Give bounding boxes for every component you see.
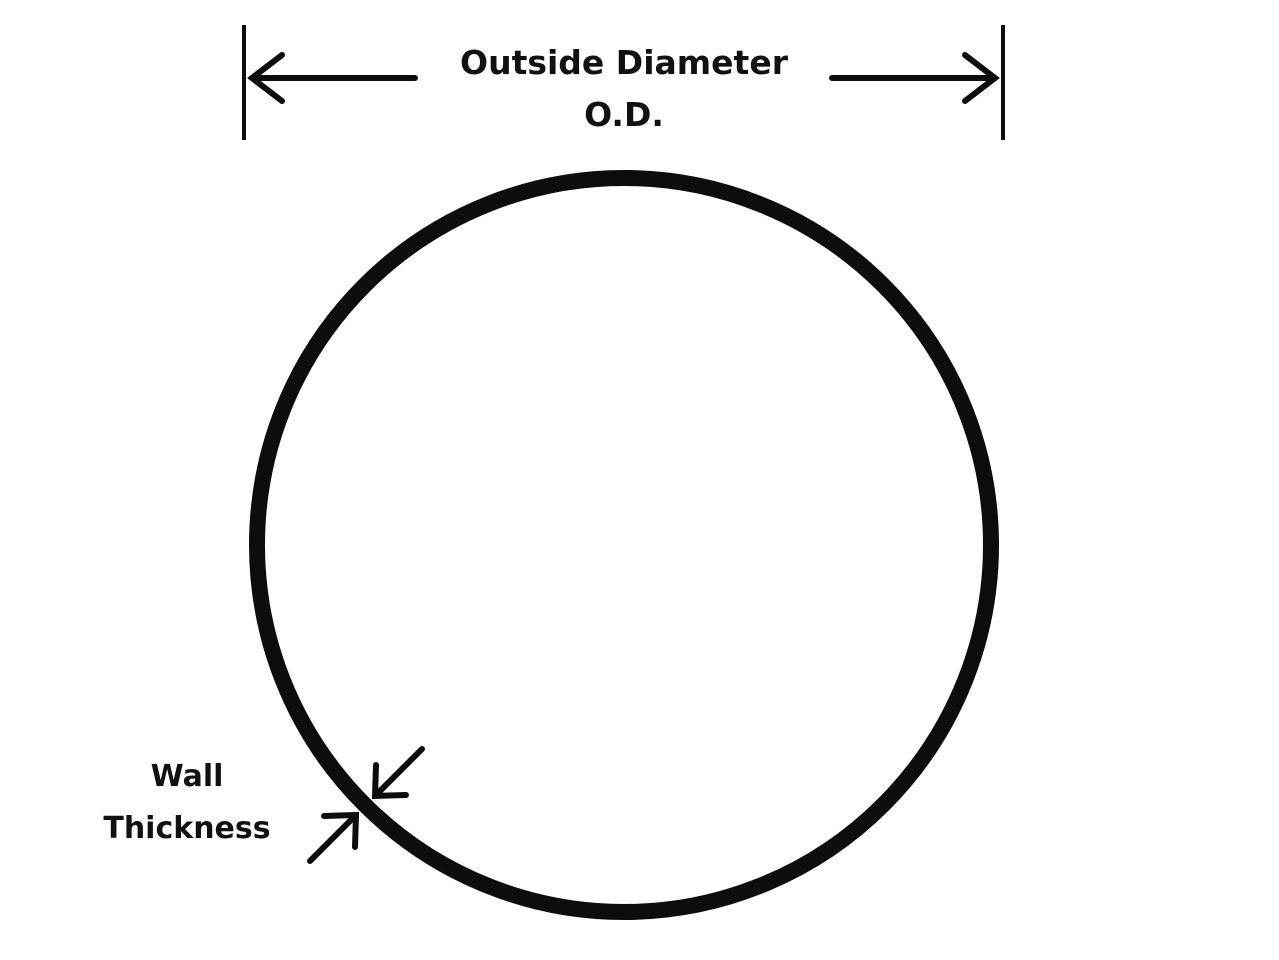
wall-thickness-label-line2: Thickness — [103, 811, 270, 846]
wall-arrow-outer — [371, 746, 425, 800]
wall-arrow-inner — [307, 811, 360, 864]
od-arrow-right — [829, 52, 1000, 104]
od-arrow-left — [247, 52, 418, 104]
od-abbrev-label: O.D. — [584, 95, 664, 134]
wall-thickness-label-line1: Wall — [151, 759, 224, 794]
od-label: Outside Diameter — [460, 43, 789, 82]
pipe-outline — [249, 170, 999, 920]
